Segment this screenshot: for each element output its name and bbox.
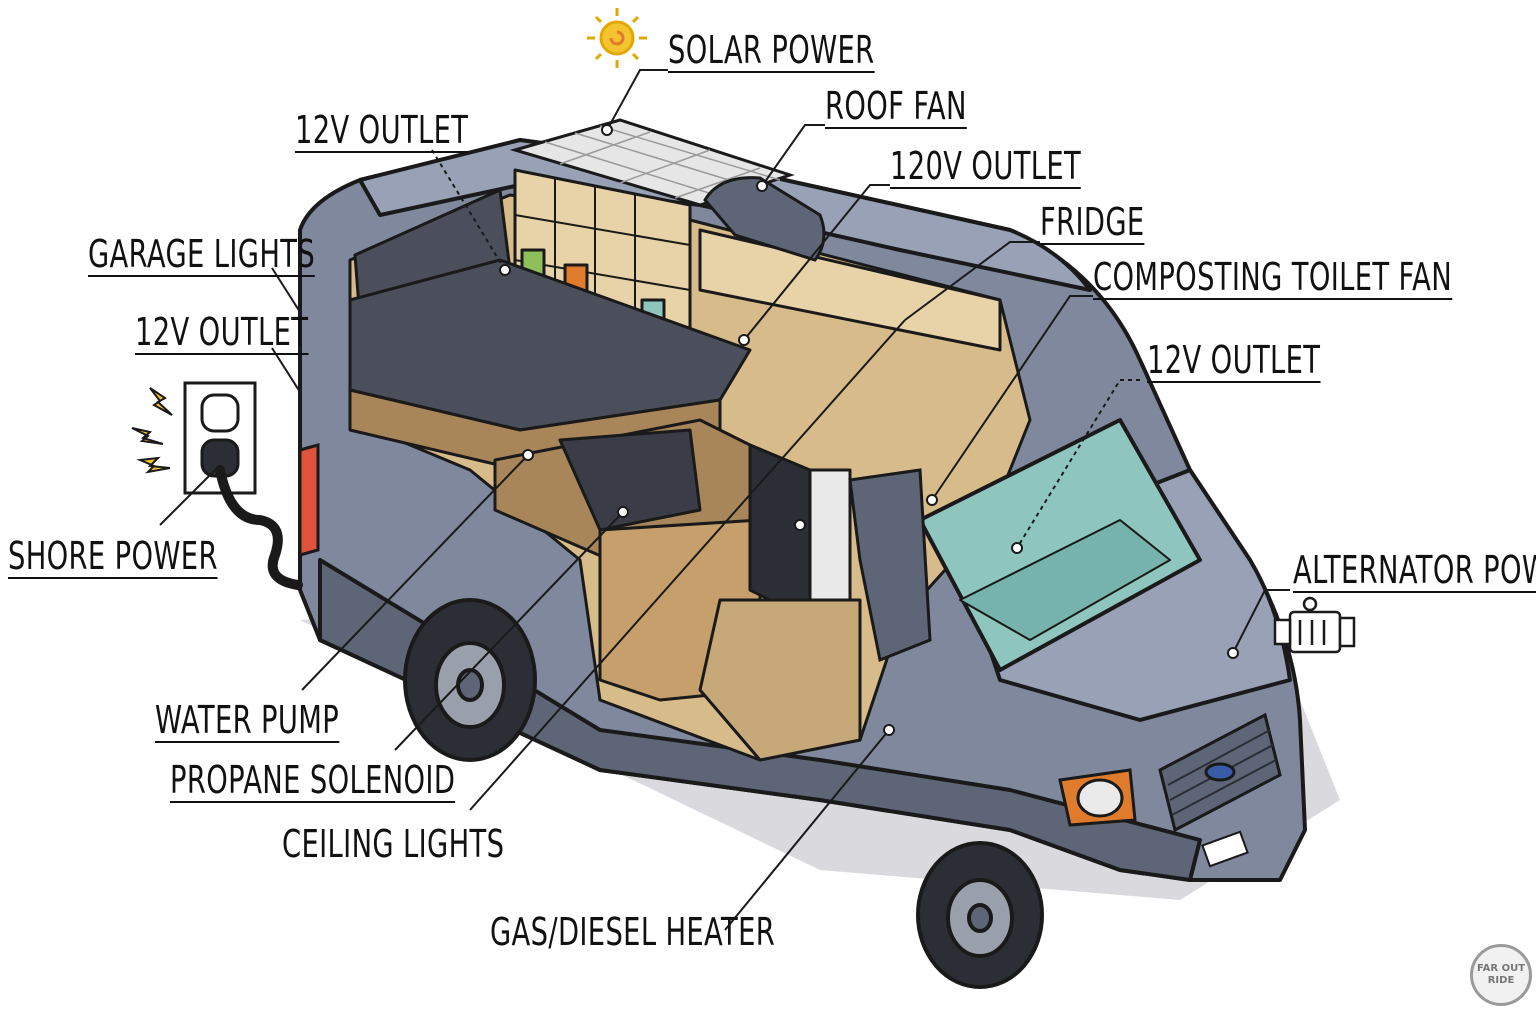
tail-light bbox=[298, 443, 320, 557]
leader-dots bbox=[499, 124, 1239, 736]
spark-icons bbox=[131, 387, 173, 474]
front-grille bbox=[1058, 712, 1282, 833]
label-120v-outlet: 120V OUTLET bbox=[890, 144, 1082, 189]
sun-icon bbox=[587, 8, 647, 68]
front-wheel bbox=[916, 841, 1044, 989]
label-garage-lights: GARAGE LIGHTS bbox=[88, 232, 316, 277]
wall-outlet bbox=[183, 381, 257, 495]
label-propane-solenoid: PROPANE SOLENOID bbox=[170, 758, 456, 803]
label-fridge: FRIDGE bbox=[1040, 200, 1145, 245]
label-alternator-power: ALTERNATOR POWER bbox=[1293, 550, 1536, 593]
label-shore-power: SHORE POWER bbox=[8, 534, 218, 579]
interior-cutaway bbox=[348, 168, 1032, 762]
rear-wheel bbox=[403, 598, 537, 762]
logo-line-2: RIDE bbox=[1487, 975, 1515, 986]
license-plate bbox=[1201, 830, 1249, 868]
roof-fan bbox=[703, 176, 826, 262]
label-ceiling-lights: CEILING LIGHTS bbox=[282, 822, 505, 866]
label-solar-power: SOLAR POWER bbox=[668, 28, 875, 73]
leader-lines bbox=[159, 69, 1290, 931]
label-gas-diesel-heater: GAS/DIESEL HEATER bbox=[490, 910, 776, 954]
label-12v-outlet-top: 12V OUTLET bbox=[295, 108, 469, 153]
label-water-pump: WATER PUMP bbox=[155, 698, 340, 743]
windshield bbox=[918, 418, 1202, 672]
far-out-ride-logo: FAR OUT RIDE bbox=[1470, 944, 1532, 1006]
label-12v-outlet-left: 12V OUTLET bbox=[135, 310, 309, 355]
label-composting-toilet-fan: COMPOSTING TOILET FAN bbox=[1093, 255, 1453, 300]
label-12v-outlet-right: 12V OUTLET bbox=[1147, 338, 1321, 383]
alternator-icon bbox=[1273, 596, 1356, 654]
driver-seat bbox=[848, 468, 932, 663]
logo-line-1: FAR OUT bbox=[1476, 963, 1526, 974]
shore-power-cord bbox=[215, 465, 303, 590]
label-roof-fan: ROOF FAN bbox=[825, 84, 967, 129]
